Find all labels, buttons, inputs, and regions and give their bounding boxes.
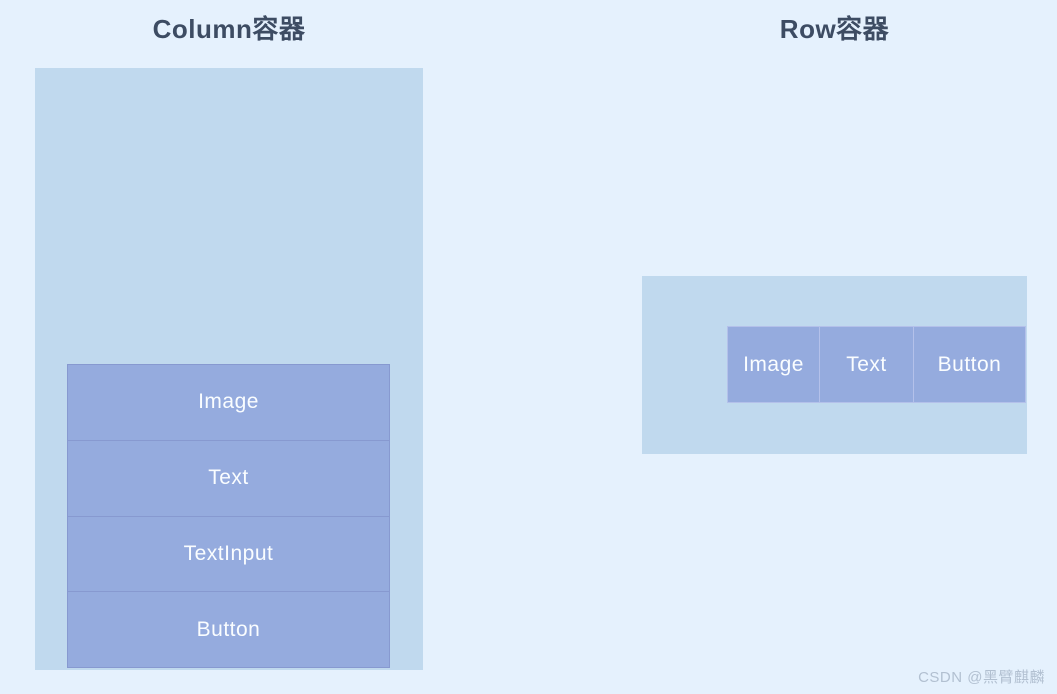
row-item-image: Image	[728, 327, 819, 402]
row-item-text: Text	[819, 327, 913, 402]
column-section-title: Column容器	[152, 14, 306, 44]
csdn-watermark: CSDN @黑臂麒麟	[918, 669, 1045, 686]
row-items-stack: Image Text Button	[727, 326, 1026, 403]
column-item-textinput: TextInput	[68, 516, 389, 593]
column-items-stack: Image Text TextInput Button	[67, 364, 390, 668]
column-item-image: Image	[68, 365, 389, 441]
row-section-title: Row容器	[779, 14, 890, 44]
column-item-button: Button	[68, 592, 389, 667]
row-item-button: Button	[913, 327, 1025, 402]
column-item-text: Text	[68, 440, 389, 517]
